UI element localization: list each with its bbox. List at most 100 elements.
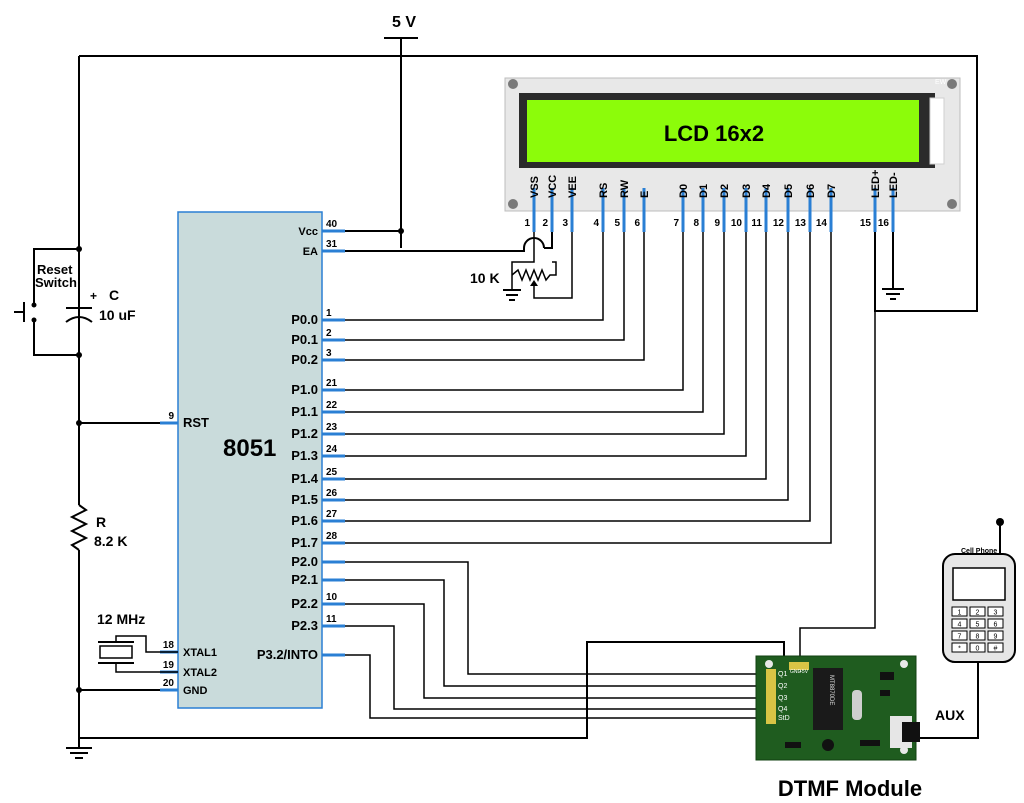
svg-text:+: + — [90, 289, 97, 303]
phone-key-label: 4 — [958, 622, 962, 629]
dtmf-5v: +5V — [799, 669, 809, 675]
lcd-pin-name: VEE — [567, 176, 579, 198]
mcu-right-pin-num: 25 — [326, 467, 338, 478]
cap-value: 10 uF — [99, 307, 136, 323]
mcu-right-pin-name: P1.7 — [291, 535, 318, 550]
lcd-pin-name: D0 — [678, 184, 690, 198]
mcu-right-pin-num: 1 — [326, 308, 332, 319]
mcu-name: 8051 — [223, 435, 276, 462]
lcd-module: LCD 16x2 EW VSS1VCC2VEE3RS4RW5E6D07D18D2… — [504, 77, 961, 232]
phone-key — [951, 642, 968, 653]
mcu-right-pin-name: P2.1 — [291, 572, 318, 587]
phone-key — [969, 642, 986, 653]
mcu-right-pin-num: 21 — [326, 378, 338, 389]
res-name: R — [96, 514, 106, 530]
phone-key — [969, 618, 986, 629]
lcd-pin-num: 7 — [673, 218, 679, 229]
phone-key — [987, 618, 1004, 629]
lcd-pin-name: D2 — [719, 184, 731, 198]
power-wires — [66, 37, 978, 759]
dtmf-chip: MT8870DE — [828, 675, 834, 705]
lcd-pin-num: 6 — [634, 218, 640, 229]
phone-key — [969, 606, 986, 617]
mcu-right-pin-num: 11 — [326, 614, 337, 625]
lcd-pin-num: 3 — [562, 218, 568, 229]
lcd-pin-num: 1 — [524, 218, 530, 229]
lcd-pin-num: 4 — [593, 218, 599, 229]
mcu-right-pin-num: 28 — [326, 531, 338, 542]
mcu-right-pin-name: P1.2 — [291, 426, 318, 441]
lcd-pin-name: VSS — [529, 176, 541, 198]
mcu-right-pin-num: 31 — [326, 239, 338, 250]
lcd-pin-num: 2 — [542, 218, 548, 229]
dtmf-output-label: StD — [778, 715, 790, 722]
phone-key-label: 5 — [976, 622, 980, 629]
mcu-left-pin-num: 18 — [163, 640, 175, 651]
mcu-right-pin-name: P1.4 — [291, 471, 319, 486]
phone-key — [987, 642, 1004, 653]
lcd-pin-name: D1 — [698, 184, 710, 198]
dtmf-title: DTMF Module — [778, 776, 922, 801]
lcd-pin-name: D7 — [826, 184, 838, 198]
phone-key — [951, 618, 968, 629]
phone-key-label: 3 — [994, 610, 998, 617]
lcd-pin-name: VCC — [547, 175, 559, 198]
phone-key — [987, 630, 1004, 641]
reset-label-1: Reset — [37, 262, 73, 277]
mcu-right-pin-name: P0.1 — [291, 332, 318, 347]
lcd-pin-name: D5 — [783, 184, 795, 198]
mcu-right-pin-name: P1.1 — [291, 404, 318, 419]
mcu-left-pin-name: RST — [183, 415, 209, 430]
mcu-right-pin-num: 23 — [326, 422, 338, 433]
mcu-left-pin-name: GND — [183, 685, 208, 697]
mcu-right-pin-num: 22 — [326, 400, 338, 411]
reset-circuit: + Reset Switch C 10 uF — [14, 246, 136, 358]
lcd-brand: EW — [935, 79, 947, 86]
res-value: 8.2 K — [94, 533, 127, 549]
pot-label: 10 K — [470, 270, 500, 286]
lcd-pin-num: 9 — [714, 218, 720, 229]
mcu-left-pin-num: 9 — [168, 411, 174, 422]
phone-key — [987, 606, 1004, 617]
mcu-right-pin-name: P2.2 — [291, 596, 318, 611]
lcd-pin-num: 11 — [751, 218, 762, 229]
reset-label-2: Switch — [35, 275, 77, 290]
aux-label: AUX — [935, 707, 965, 723]
mcu-right-pin-name: P0.2 — [291, 352, 318, 367]
lcd-pin-name: D4 — [761, 183, 773, 198]
dtmf-gnd: GND — [790, 669, 802, 675]
phone-key — [969, 630, 986, 641]
lcd-pin-name: E — [639, 191, 651, 198]
lcd-wires — [345, 232, 876, 719]
lcd-screen — [527, 100, 919, 162]
lcd-title: LCD 16x2 — [664, 121, 764, 146]
dtmf-output-label: Q1 — [778, 671, 787, 678]
mcu-left-pin-name: XTAL2 — [183, 667, 217, 679]
lcd-pin-name: RS — [598, 183, 610, 198]
phone-key-label: 8 — [976, 634, 980, 641]
lcd-pin-name: D3 — [741, 184, 753, 198]
mcu-right-pin-num: 24 — [326, 444, 338, 455]
phone-key-label: * — [958, 646, 961, 653]
phone-key — [951, 606, 968, 617]
mcu-right-pin-name: P2.3 — [291, 618, 318, 633]
phone-key-label: 0 — [976, 646, 980, 653]
supply-label: 5 V — [392, 14, 416, 31]
mcu-right-pin-num: 26 — [326, 488, 338, 499]
lcd-pins: VSS1VCC2VEE3RS4RW5E6D07D18D29D310D411D51… — [524, 170, 900, 232]
mcu-right-pin-name: P1.6 — [291, 513, 318, 528]
lcd-pin-name: D6 — [805, 184, 817, 198]
lcd-pin-name: LED+ — [870, 170, 882, 198]
mcu-right-pin-num: 10 — [326, 592, 338, 603]
mcu-left-pin-num: 19 — [163, 660, 175, 671]
dtmf-output-label: Q3 — [778, 695, 787, 702]
mcu-right-pin-name: P1.5 — [291, 492, 318, 507]
mcu-right-pin-name: P0.0 — [291, 312, 318, 327]
resistor-r: R 8.2 K — [69, 504, 127, 551]
